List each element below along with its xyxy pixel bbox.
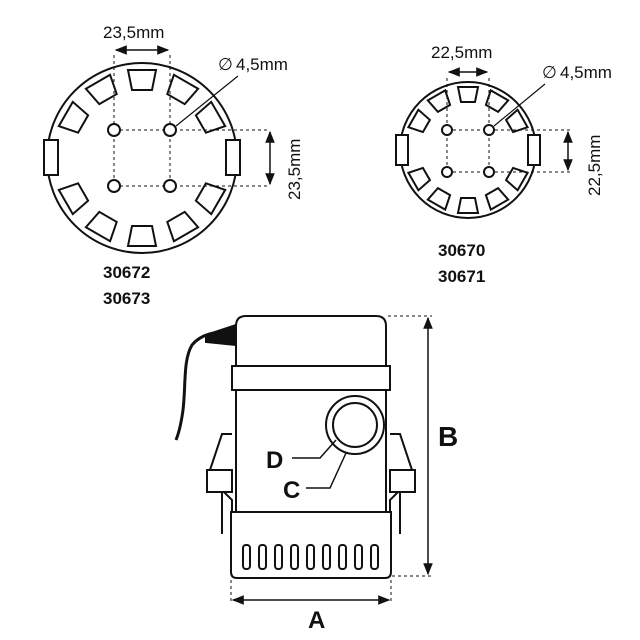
- small-spacing-h: 22,5mm: [431, 43, 492, 62]
- strainer-slot: [242, 544, 251, 570]
- rim-slot: [166, 210, 200, 243]
- outlet-label-c: C: [283, 477, 300, 504]
- rim-slot: [456, 197, 480, 214]
- strainer-slot: [370, 544, 379, 570]
- large-spacing-v: 23,5mm: [285, 139, 304, 200]
- rim-slot: [426, 186, 452, 212]
- large-hole-size: 4,5mm: [236, 55, 288, 74]
- rim-slot: [406, 108, 432, 134]
- rim-slot: [166, 73, 200, 106]
- large-base-plate: [43, 45, 275, 254]
- strainer-slot: [274, 544, 283, 570]
- outlet-label-d: D: [266, 447, 283, 474]
- rim-slot: [504, 166, 530, 192]
- large-spacing-h: 23,5mm: [103, 23, 164, 42]
- small-hole-diameter-symbol: ∅: [542, 63, 557, 82]
- strainer-slots: [242, 544, 379, 570]
- pump-body: [174, 315, 416, 579]
- rim-slot: [194, 182, 227, 216]
- strainer-slot: [354, 544, 363, 570]
- rim-slot: [57, 100, 90, 134]
- small-base-plate: [395, 67, 573, 219]
- large-base-code-1: 30672: [103, 263, 150, 282]
- pump-dimensions: [230, 315, 433, 605]
- rim-slot: [126, 225, 158, 247]
- rim-slot: [456, 86, 480, 103]
- rim-slot: [484, 186, 510, 212]
- strainer-slot: [322, 544, 331, 570]
- strainer-slot: [258, 544, 267, 570]
- rim-slot: [484, 88, 510, 114]
- small-base-code-2: 30671: [438, 267, 485, 286]
- strainer-slot: [290, 544, 299, 570]
- dimension-label-a: A: [308, 607, 325, 634]
- small-hole-size: 4,5mm: [560, 63, 612, 82]
- small-base-code-1: 30670: [438, 241, 485, 260]
- rim-slot: [426, 88, 452, 114]
- rim-slot: [126, 69, 158, 91]
- strainer-slot: [338, 544, 347, 570]
- rim-slot: [57, 182, 90, 216]
- small-base-slots: [406, 86, 530, 214]
- rim-slot: [84, 210, 118, 243]
- large-hole-diameter-symbol: ∅: [218, 55, 233, 74]
- small-spacing-v: 22,5mm: [585, 135, 604, 196]
- rim-slot: [504, 108, 530, 134]
- large-base-code-2: 30673: [103, 289, 150, 308]
- rim-slot: [406, 166, 432, 192]
- strainer-slot: [306, 544, 315, 570]
- dimension-label-b: B: [438, 421, 458, 452]
